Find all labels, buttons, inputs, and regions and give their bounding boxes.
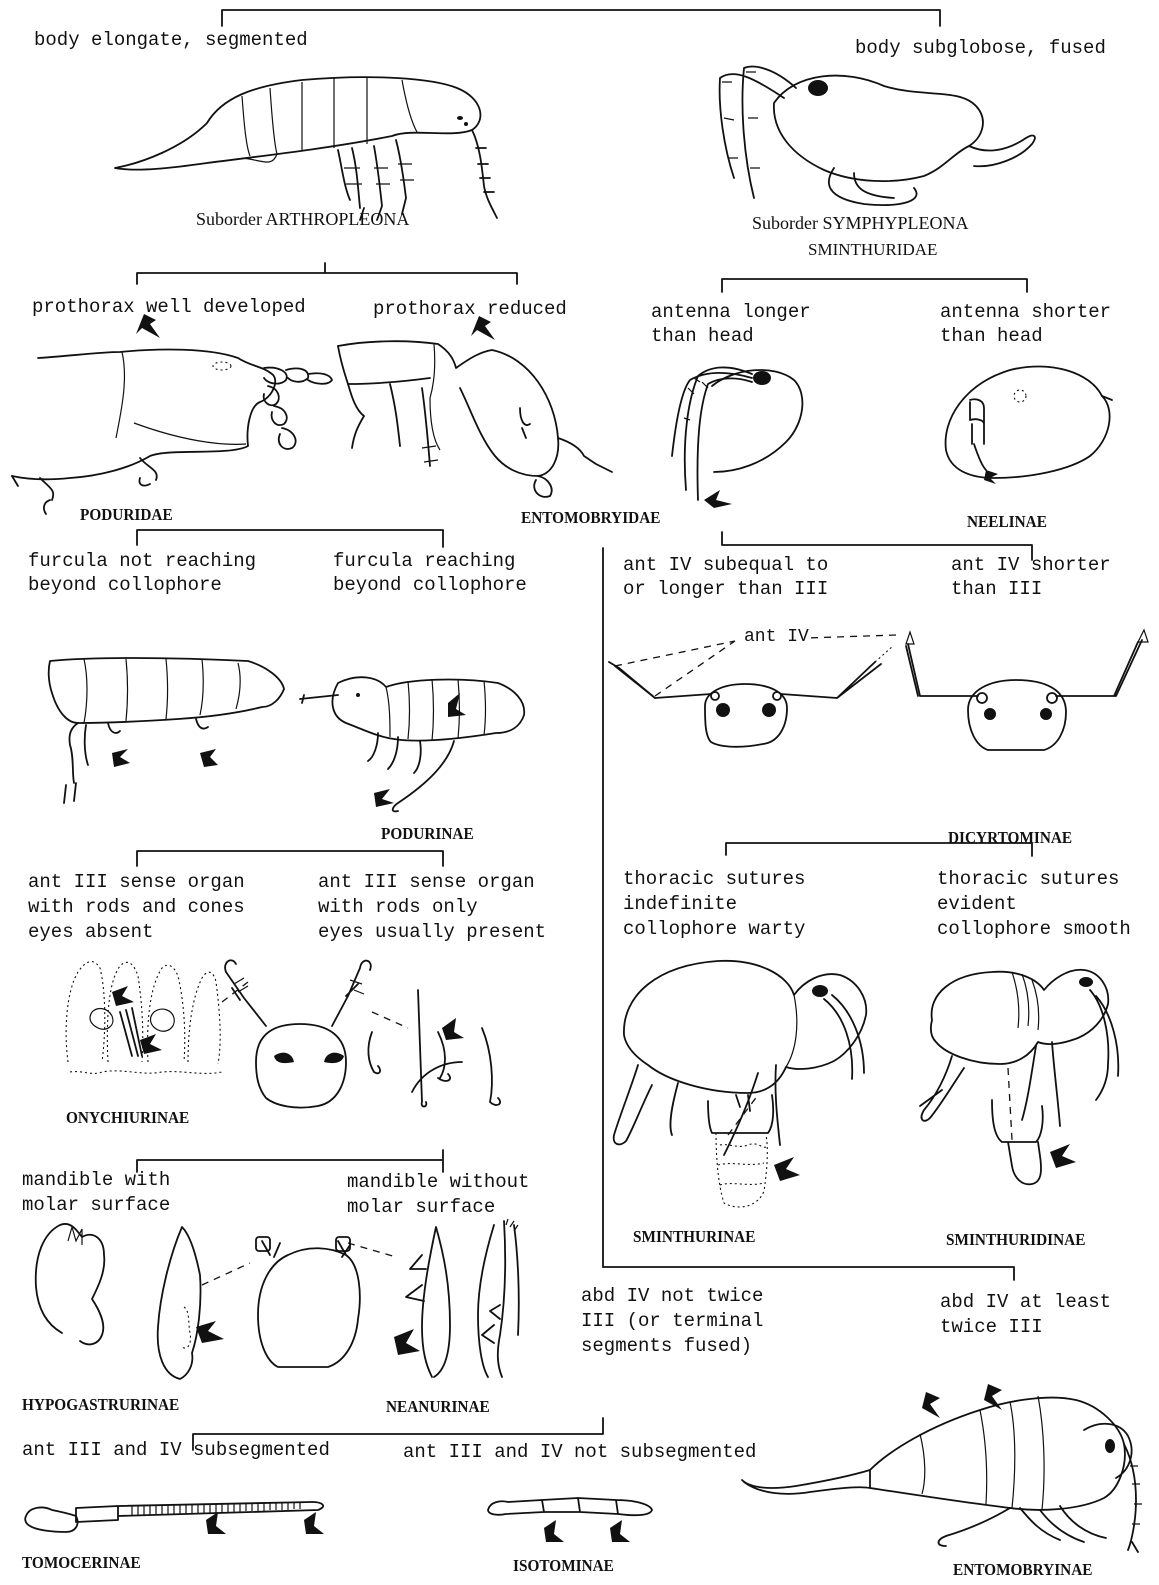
thoracic-evident-line2: evident — [937, 892, 1017, 917]
podurid-furcula-long-drawing — [298, 673, 530, 823]
mandible-drawings — [30, 1215, 560, 1391]
symphypleona-habitus-drawing — [714, 58, 1054, 208]
taxon-entomobryinae: ENTOMOBRYINAE — [953, 1560, 1092, 1580]
sminthuridinae-habitus-drawing — [912, 960, 1122, 1210]
mandible-bracket — [137, 1150, 443, 1172]
arrow-prothorax-developed — [110, 310, 170, 350]
antenna-longer-line2: than head — [651, 324, 754, 349]
taxon-isotominae: ISOTOMINAE — [513, 1556, 614, 1576]
thoracic-evident-line1: thoracic sutures — [937, 867, 1119, 892]
furcula-not-line2: beyond collophore — [28, 573, 222, 598]
antenna-longer-line1: antenna longer — [651, 300, 811, 325]
ant4-shorter-line2: than III — [951, 577, 1042, 602]
sense-rods-cones-line3: eyes absent — [28, 920, 153, 945]
sense-rods-cones-line2: with rods and cones — [28, 895, 245, 920]
arrow-antenna-longer — [700, 484, 740, 514]
suborder-symphypleona: Suborder SYMPHYPLEONA — [752, 212, 969, 235]
ant4-short-head-drawing — [906, 630, 1154, 754]
abd-bracket — [603, 1267, 1014, 1280]
neelinae-habitus-drawing — [940, 360, 1120, 500]
thoracic-indefinite-line1: thoracic sutures — [623, 867, 805, 892]
mandible-without-line1: mandible without — [347, 1170, 529, 1195]
family-sminthuridae: SMINTHURIDAE — [808, 238, 937, 261]
ant4-subequal-line2: or longer than III — [623, 577, 828, 602]
sense-organ-drawings — [62, 952, 552, 1112]
abd-not-twice-line1: abd IV not twice — [581, 1284, 763, 1309]
podurid-furcula-short-drawing — [48, 653, 288, 813]
thoracic-indefinite-line2: indefinite — [623, 892, 737, 917]
abd-twice-line1: abd IV at least — [940, 1290, 1111, 1315]
tomocerinae-antenna-drawing — [22, 1484, 332, 1544]
arthropleona-habitus-drawing — [112, 68, 512, 226]
antenna-shorter-line2: than head — [940, 324, 1043, 349]
antenna-shorter-line1: antenna shorter — [940, 300, 1111, 325]
taxon-sminthurinae: SMINTHURINAE — [633, 1227, 755, 1247]
isotominae-antenna-drawing — [484, 1494, 664, 1554]
entomobryinae-habitus-drawing — [740, 1370, 1150, 1560]
taxon-hypogastrurinae: HYPOGASTRURINAE — [22, 1395, 179, 1415]
ant4-subequal-line1: ant IV subequal to — [623, 553, 828, 578]
ant4-shorter-line1: ant IV shorter — [951, 553, 1111, 578]
root-bracket — [222, 10, 940, 26]
thoracic-indefinite-line3: collophore warty — [623, 917, 805, 942]
thoracic-evident-line3: collophore smooth — [937, 917, 1131, 942]
taxon-entomobryidae: ENTOMOBRYIDAE — [521, 508, 660, 528]
entomobryidae-lateral-drawing — [330, 338, 630, 500]
sense-rods-only-line1: ant III sense organ — [318, 870, 535, 895]
taxon-tomocerinae: TOMOCERINAE — [22, 1553, 141, 1573]
ant-not-subsegmented-label: ant III and IV not subsegmented — [403, 1440, 756, 1465]
symphypleona-bracket — [722, 279, 1027, 292]
sense-rods-only-line2: with rods only — [318, 895, 478, 920]
furcula-reaching-line1: furcula reaching — [333, 549, 515, 574]
podurinae-bracket — [137, 851, 443, 866]
abd-twice-line2: twice III — [940, 1315, 1043, 1340]
furcula-bracket — [137, 530, 443, 547]
abd-not-twice-line2: III (or terminal — [581, 1309, 763, 1334]
sminthurinae-habitus-drawing — [608, 955, 878, 1217]
taxon-dicyrtominae: DICYRTOMINAE — [948, 828, 1072, 848]
sense-rods-cones-line1: ant III sense organ — [28, 870, 245, 895]
taxon-neanurinae: NEANURINAE — [386, 1397, 490, 1417]
taxon-podurinae: PODURINAE — [381, 824, 474, 844]
taxon-sminthuridinae: SMINTHURIDINAE — [946, 1230, 1085, 1250]
taxon-neelinae: NEELINAE — [967, 512, 1047, 532]
sense-rods-only-line3: eyes usually present — [318, 920, 546, 945]
furcula-not-line1: furcula not reaching — [28, 549, 256, 574]
arthropleona-bracket — [137, 263, 517, 284]
arrow-prothorax-reduced — [445, 312, 505, 352]
abd-not-twice-line3: segments fused) — [581, 1334, 752, 1359]
ant-subsegmented-label: ant III and IV subsegmented — [22, 1438, 330, 1463]
mandible-with-line1: mandible with — [22, 1168, 170, 1193]
poduridae-lateral-drawing — [10, 338, 335, 514]
ant4-long-head-drawing — [605, 636, 905, 756]
root-left-label: body elongate, segmented — [34, 28, 308, 53]
furcula-reaching-line2: beyond collophore — [333, 573, 527, 598]
